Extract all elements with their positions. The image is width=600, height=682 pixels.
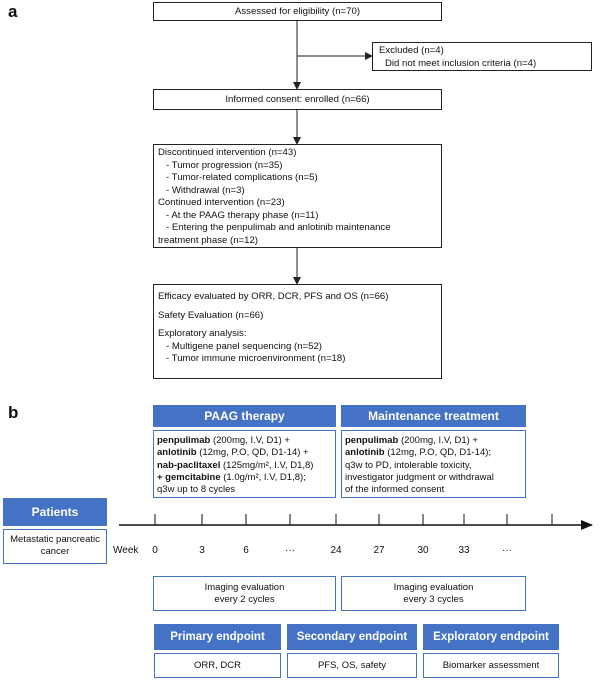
- patients-desc: cancer: [40, 546, 70, 558]
- efficacy-text: Efficacy evaluated by ORR, DCR, PFS and …: [158, 291, 389, 302]
- exploratory-item: - Multigene panel sequencing (n=52): [166, 340, 323, 352]
- paag-dose: (200mg, I.V, D1) +: [210, 435, 290, 446]
- continued-title: Continued intervention (n=23): [158, 197, 285, 208]
- discontinued-item: - Tumor-related complications (n=5): [166, 172, 318, 183]
- primary-endpoint-header: Primary endpoint: [154, 624, 281, 650]
- timeline-tick-label: 27: [373, 545, 385, 556]
- primary-endpoint-box: ORR, DCR: [154, 653, 281, 678]
- timeline-tick-label: 33: [458, 545, 470, 556]
- secondary-endpoint-header: Secondary endpoint: [287, 624, 417, 650]
- maintenance-drug: penpulimab: [345, 435, 399, 446]
- maintenance-box: penpulimab (200mg, I.V, D1) + anlotinib …: [341, 430, 526, 498]
- maintenance-header: Maintenance treatment: [341, 405, 526, 427]
- maintenance-line: investigator judgment or withdrawal: [345, 471, 494, 483]
- patients-header: Patients: [3, 498, 107, 526]
- timeline-tick-label: 24: [330, 545, 342, 556]
- discontinued-item: - Tumor progression (n=35): [166, 159, 283, 171]
- timeline-tick-label: 6: [243, 545, 249, 556]
- exploratory-endpoint-text: Biomarker assessment: [442, 660, 540, 671]
- maintenance-line: of the informed consent: [345, 484, 445, 496]
- intervention-box: Discontinued intervention (n=43) - Tumor…: [153, 144, 442, 248]
- enrolled-text: Informed consent: enrolled (n=66): [225, 94, 370, 105]
- imaging-box-1: Imaging evaluation every 2 cycles: [153, 576, 336, 611]
- paag-header: PAAG therapy: [153, 405, 336, 427]
- patients-desc: Metastatic pancreatic: [10, 534, 100, 545]
- timeline-tick-label: ···: [285, 545, 295, 556]
- maintenance-dose: (200mg, I.V, D1) +: [398, 435, 478, 446]
- secondary-endpoint-box: PFS, OS, safety: [287, 653, 417, 678]
- timeline-tick-label: 0: [152, 545, 158, 556]
- timeline-tick-label: 30: [417, 545, 429, 556]
- exploratory-endpoint-box: Biomarker assessment: [423, 653, 559, 678]
- discontinued-title: Discontinued intervention (n=43): [158, 147, 297, 158]
- paag-dose: (125mg/m², I.V, D1,8): [220, 459, 314, 471]
- paag-box: penpulimab (200mg, I.V, D1) + anlotinib …: [153, 430, 336, 498]
- imaging-box-2: Imaging evaluation every 3 cycles: [341, 576, 526, 611]
- continued-item: - At the PAAG therapy phase (n=11): [166, 209, 319, 221]
- imaging-text: Imaging evaluation: [393, 582, 474, 593]
- paag-dose: (12mg, P.O, QD, D1-14) +: [196, 447, 309, 459]
- paag-dose: (1.0g/m², I.V, D1,8);: [220, 471, 306, 483]
- panel-b-label: b: [8, 403, 19, 422]
- enrolled-box: Informed consent: enrolled (n=66): [153, 89, 442, 110]
- excluded-title: Excluded (n=4): [379, 45, 444, 56]
- paag-drug: nab-paclitaxel: [157, 459, 221, 471]
- imaging-text: every 2 cycles: [214, 594, 275, 606]
- assessed-box: Assessed for eligibility (n=70): [153, 2, 442, 21]
- exploratory-title: Exploratory analysis:: [158, 328, 247, 339]
- patients-box: Metastatic pancreatic cancer: [3, 529, 107, 564]
- week-label: Week: [113, 545, 139, 556]
- paag-drug: anlotinib: [157, 447, 197, 459]
- imaging-text: every 3 cycles: [403, 594, 464, 606]
- secondary-endpoint-text: PFS, OS, safety: [317, 660, 387, 671]
- evaluation-box: Efficacy evaluated by ORR, DCR, PFS and …: [153, 284, 442, 379]
- primary-endpoint-text: ORR, DCR: [194, 660, 241, 671]
- timeline-tick-label: ···: [502, 545, 512, 556]
- excluded-box: Excluded (n=4) Did not meet inclusion cr…: [372, 42, 592, 71]
- maintenance-drug: anlotinib: [345, 447, 385, 459]
- paag-drug: + gemcitabine: [157, 471, 221, 483]
- discontinued-item: - Withdrawal (n=3): [166, 184, 245, 196]
- exploratory-item: - Tumor immune microenvironment (n=18): [166, 353, 346, 364]
- maintenance-dose: (12mg, P.O, QD, D1-14);: [384, 447, 492, 459]
- continued-item: - Entering the penpulimab and anlotinib …: [166, 222, 391, 233]
- excluded-reason: Did not meet inclusion criteria (n=4): [385, 57, 537, 69]
- safety-text: Safety Evaluation (n=66): [158, 309, 264, 321]
- maintenance-line: q3w to PD, intolerable toxicity,: [345, 459, 472, 471]
- imaging-text: Imaging evaluation: [204, 582, 285, 593]
- paag-schedule: q3w up to 8 cycles: [157, 484, 236, 496]
- panel-a-label: a: [8, 2, 18, 21]
- timeline-tick-label: 3: [199, 545, 205, 556]
- paag-drug: penpulimab: [157, 435, 211, 446]
- exploratory-endpoint-header: Exploratory endpoint: [423, 624, 559, 650]
- continued-item: treatment phase (n=12): [158, 234, 258, 246]
- timeline-tickmarks: [154, 514, 553, 525]
- assessed-text: Assessed for eligibility (n=70): [234, 6, 361, 17]
